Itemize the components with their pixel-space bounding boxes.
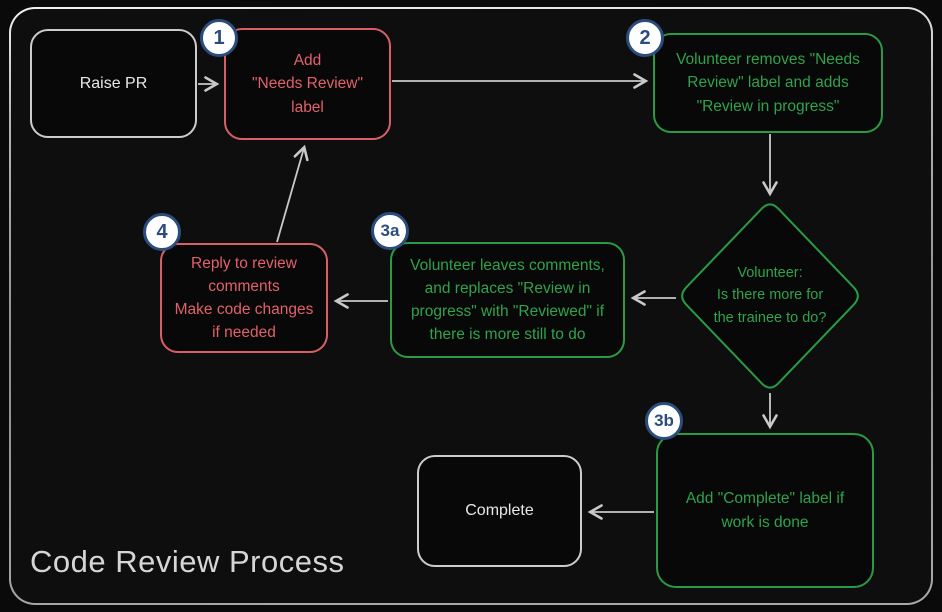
badge-step-2: 2	[626, 19, 664, 57]
node-volunteer-removes-needs-review: Volunteer removes "Needs Review" label a…	[653, 33, 883, 133]
node-add-needs-review-label: Add "Needs Review" label	[224, 28, 391, 140]
node-add-complete-label: Add "Complete" label if work is done	[656, 433, 874, 588]
node-raise-pr: Raise PR	[30, 29, 197, 138]
node-reply-to-review-comments: Reply to review comments Make code chang…	[160, 243, 328, 353]
node-volunteer-leaves-comments: Volunteer leaves comments, and replaces …	[390, 242, 625, 358]
badge-step-4: 4	[143, 213, 181, 251]
page-title: Code Review Process	[30, 544, 345, 579]
badge-step-3a: 3a	[371, 212, 409, 250]
node-decision-label: Volunteer: Is there more for the trainee…	[713, 265, 827, 326]
node-complete: Complete	[417, 455, 582, 567]
badge-step-1: 1	[200, 19, 238, 57]
badge-step-3b: 3b	[645, 402, 683, 440]
